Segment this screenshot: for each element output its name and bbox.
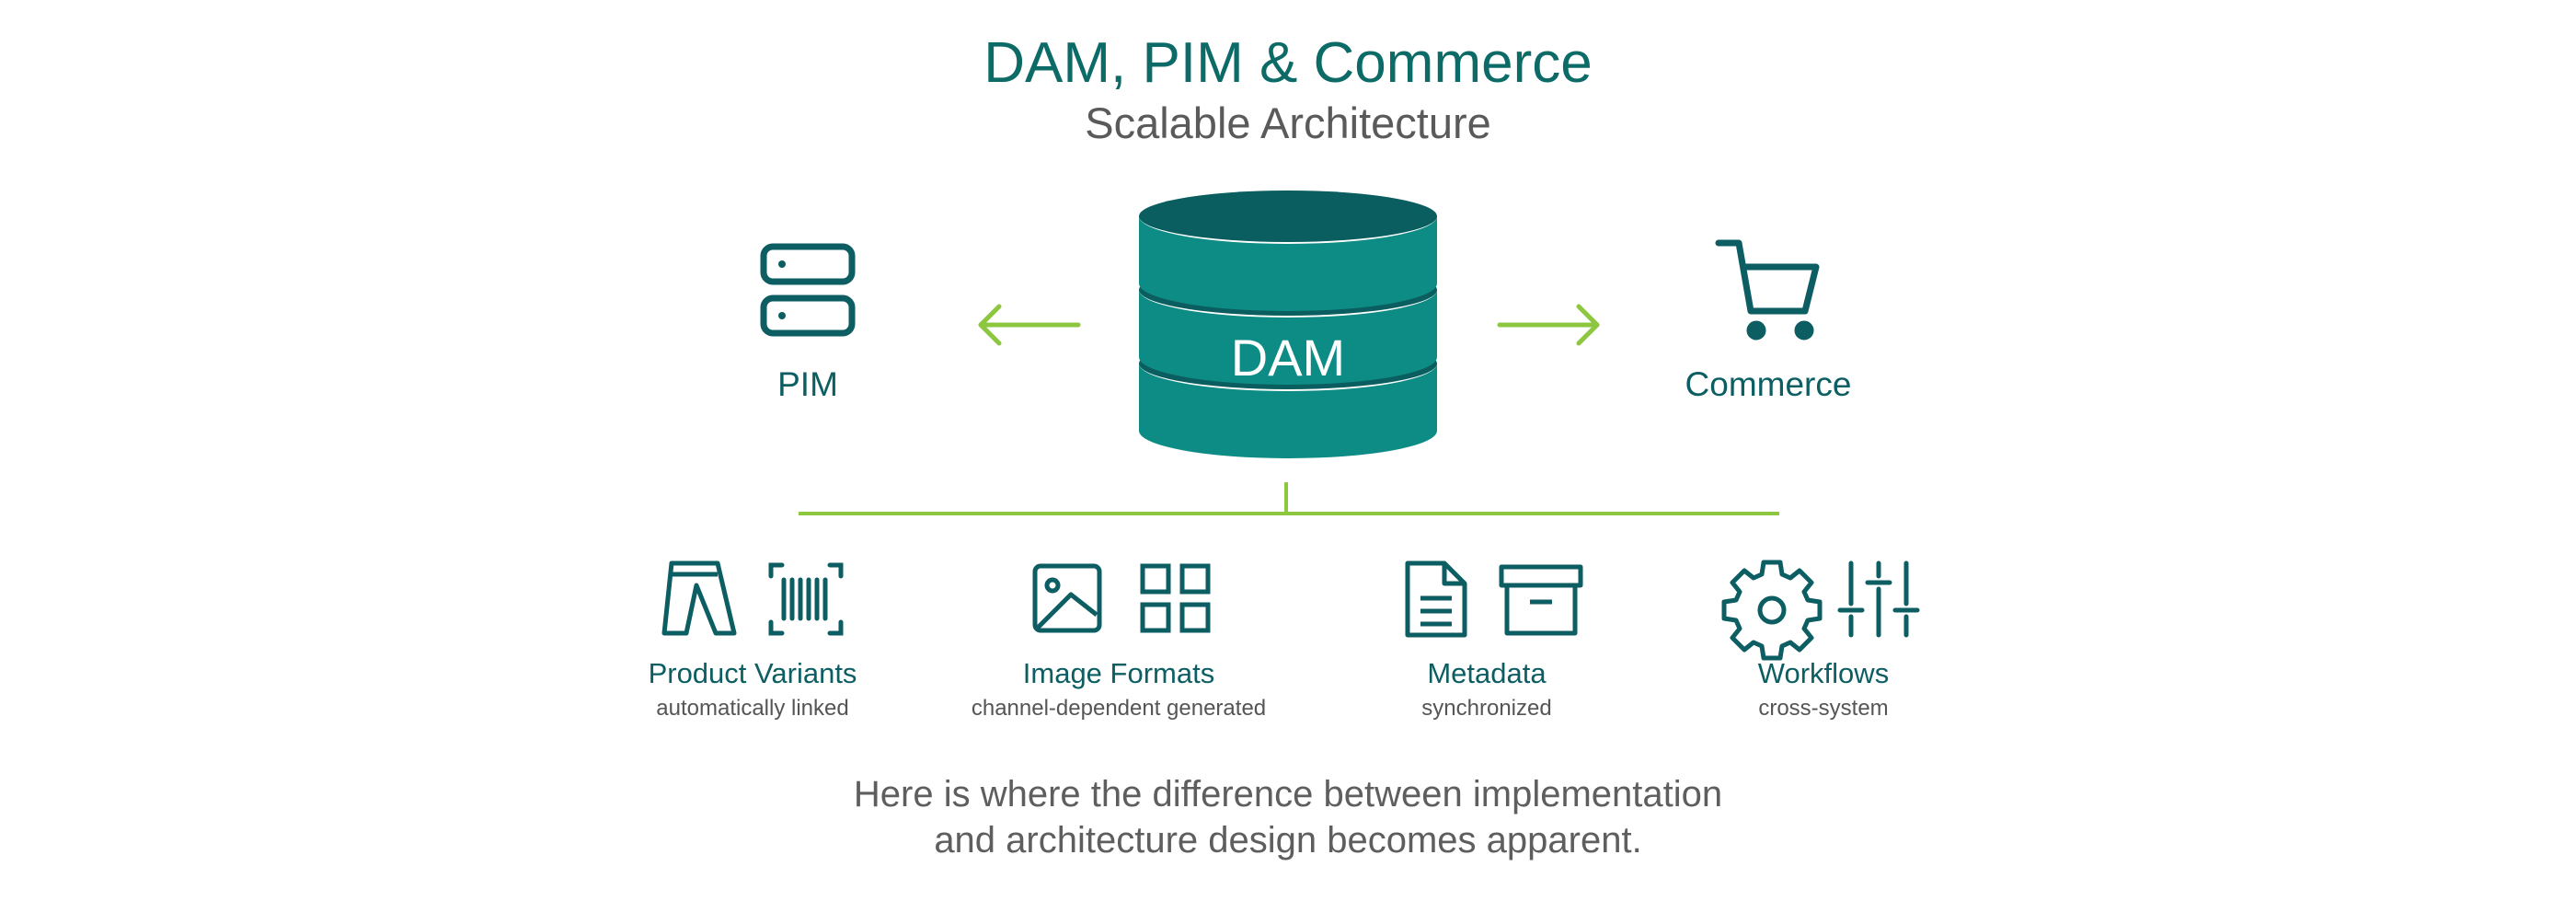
footer-line-2: and architecture design becomes apparent… (934, 820, 1642, 861)
feature-subtitle-metadata: synchronized (1421, 696, 1552, 721)
page-title: DAM, PIM & Commerce (983, 31, 1593, 95)
document-icon (1405, 560, 1467, 638)
sliders-icon (1837, 560, 1920, 638)
database-top (1139, 191, 1437, 242)
pim-label: PIM (777, 365, 838, 403)
feature-subtitle-product-variants: automatically linked (656, 696, 849, 721)
footer-text: Here is where the difference between imp… (0, 771, 2576, 863)
gear-icon (1721, 560, 1823, 661)
arrow-right (1497, 304, 1600, 346)
archive-box-icon (1499, 564, 1583, 636)
commerce-label: Commerce (1685, 365, 1852, 403)
grid-icon (1140, 563, 1211, 633)
feature-title-metadata: Metadata (1427, 657, 1547, 689)
image-icon (1032, 563, 1102, 633)
feature-subtitle-image-formats: channel-dependent generated (971, 696, 1267, 721)
server-icon (760, 243, 856, 337)
shopping-cart-icon (1715, 239, 1820, 341)
pants-icon (661, 560, 737, 636)
database-icon: DAM (1139, 191, 1437, 458)
page-subtitle: Scalable Architecture (1085, 98, 1491, 147)
feature-title-workflows: Workflows (1757, 657, 1890, 689)
feature-title-image-formats: Image Formats (1022, 657, 1215, 689)
feature-title-product-variants: Product Variants (648, 657, 857, 689)
footer-line-1: Here is where the difference between imp… (853, 774, 1723, 814)
connector-line (799, 482, 1779, 515)
feature-subtitle-workflows: cross-system (1758, 696, 1889, 721)
dam-label: DAM (1231, 329, 1345, 387)
barcode-scan-icon (768, 562, 844, 636)
arrow-left (978, 304, 1081, 346)
